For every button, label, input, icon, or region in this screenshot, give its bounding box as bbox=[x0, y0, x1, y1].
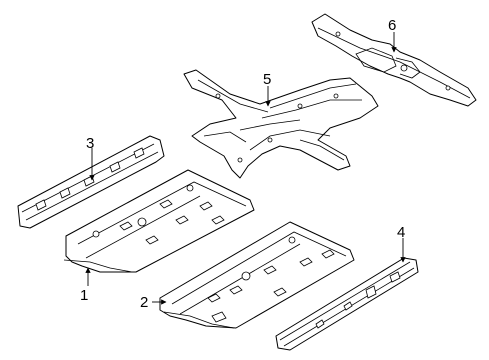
callout-1: 1 bbox=[80, 287, 88, 304]
part-5-floor-crossmember bbox=[183, 69, 379, 179]
callout-2: 2 bbox=[140, 294, 148, 311]
callout-4: 4 bbox=[397, 224, 405, 241]
part-4-side-sill bbox=[275, 257, 419, 351]
part-1-front-floor-pan bbox=[63, 169, 255, 273]
part-6-rear-crossmember bbox=[311, 13, 477, 107]
part-3-side-sill bbox=[17, 135, 165, 229]
callout-6: 6 bbox=[388, 17, 396, 34]
callout-5: 5 bbox=[263, 71, 271, 88]
callout-leaders bbox=[85, 32, 406, 305]
callout-3: 3 bbox=[86, 135, 94, 152]
part-2-rear-floor-pan bbox=[159, 221, 355, 329]
